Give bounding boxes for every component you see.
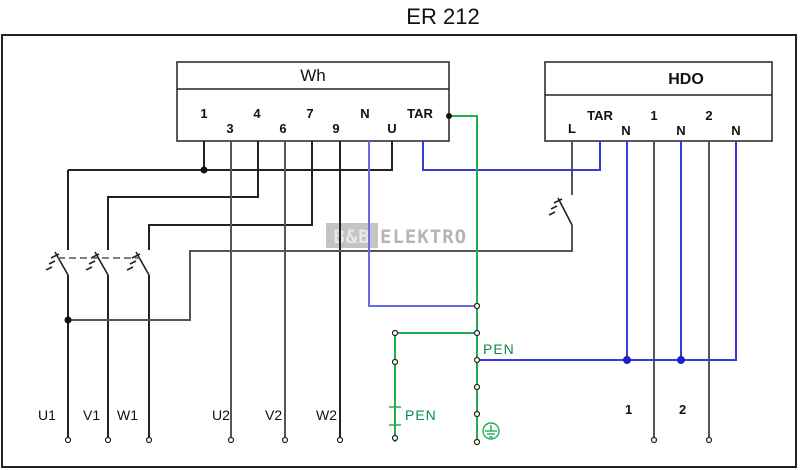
- disconnector-switch-icon: [45, 197, 573, 276]
- meter-terminal-7: 7: [306, 106, 313, 121]
- meter-terminal-3: 3: [226, 121, 233, 136]
- hdo-terminal-n2: N: [676, 123, 685, 138]
- hdo-terminal-1: 1: [650, 108, 657, 123]
- wire-pen-input: [394, 332, 477, 442]
- hdo-box: HDO L TAR N 1 N 2 N: [544, 61, 773, 142]
- label-w2: W2: [316, 407, 337, 423]
- watermark: B&B ELEKTRO: [326, 223, 467, 248]
- wire-l1-bus: [68, 141, 393, 171]
- pen-wiring: [394, 115, 478, 442]
- label-w1: W1: [117, 407, 138, 423]
- meter-terminal-tar: TAR: [407, 106, 433, 121]
- watermark-text: ELEKTRO: [380, 226, 467, 248]
- hdo-terminal-n3: N: [731, 123, 740, 138]
- junction-dot: [64, 316, 72, 324]
- watermark-badge: B&B: [333, 226, 370, 248]
- label-hdo-out-2: 2: [679, 402, 686, 417]
- diagram-title: ER 212: [406, 4, 480, 29]
- label-hdo-out-1: 1: [625, 402, 632, 417]
- diagram-frame: [1, 34, 797, 468]
- wire-meter-n: [368, 141, 477, 307]
- wire-hdo-feed: [68, 225, 573, 321]
- terminal-points: [64, 302, 713, 446]
- junction-dot: [446, 113, 452, 119]
- label-u2: U2: [212, 407, 230, 423]
- neutral-wiring: [368, 141, 737, 361]
- meter-terminal-9: 9: [332, 121, 339, 136]
- label-v2: V2: [265, 407, 282, 423]
- junction-dot: [677, 356, 685, 364]
- hdo-terminal-n1: N: [621, 123, 630, 138]
- junction-dot: [200, 166, 208, 174]
- meter-name: Wh: [300, 66, 326, 85]
- wire-pen-tar: [449, 115, 478, 442]
- meter-terminal-u: U: [387, 121, 396, 136]
- hdo-name: HDO: [668, 71, 704, 88]
- meter-terminal-n: N: [360, 106, 369, 121]
- pen-bus-label: PEN: [483, 341, 515, 357]
- label-u1: U1: [38, 407, 56, 423]
- junction-dot: [623, 356, 631, 364]
- wire-neutral-bus: [477, 141, 737, 361]
- meter-terminal-6: 6: [279, 121, 286, 136]
- wire-v1: [107, 141, 259, 438]
- meter-box: Wh 1 3 4 6 7 9 N U TAR: [176, 61, 450, 142]
- pen-input-label: PEN: [405, 407, 437, 423]
- meter-terminal-1: 1: [200, 106, 207, 121]
- label-v1: V1: [83, 407, 100, 423]
- hdo-terminal-tar: TAR: [587, 108, 613, 123]
- phase-wiring: [67, 141, 710, 438]
- hdo-terminal-l: L: [568, 121, 576, 136]
- meter-terminal-4: 4: [253, 106, 261, 121]
- wire-tar-link: [422, 141, 601, 171]
- earth-ground-icon: [482, 422, 500, 440]
- hdo-terminal-2: 2: [705, 108, 712, 123]
- pen-fuse-icon: [389, 406, 401, 426]
